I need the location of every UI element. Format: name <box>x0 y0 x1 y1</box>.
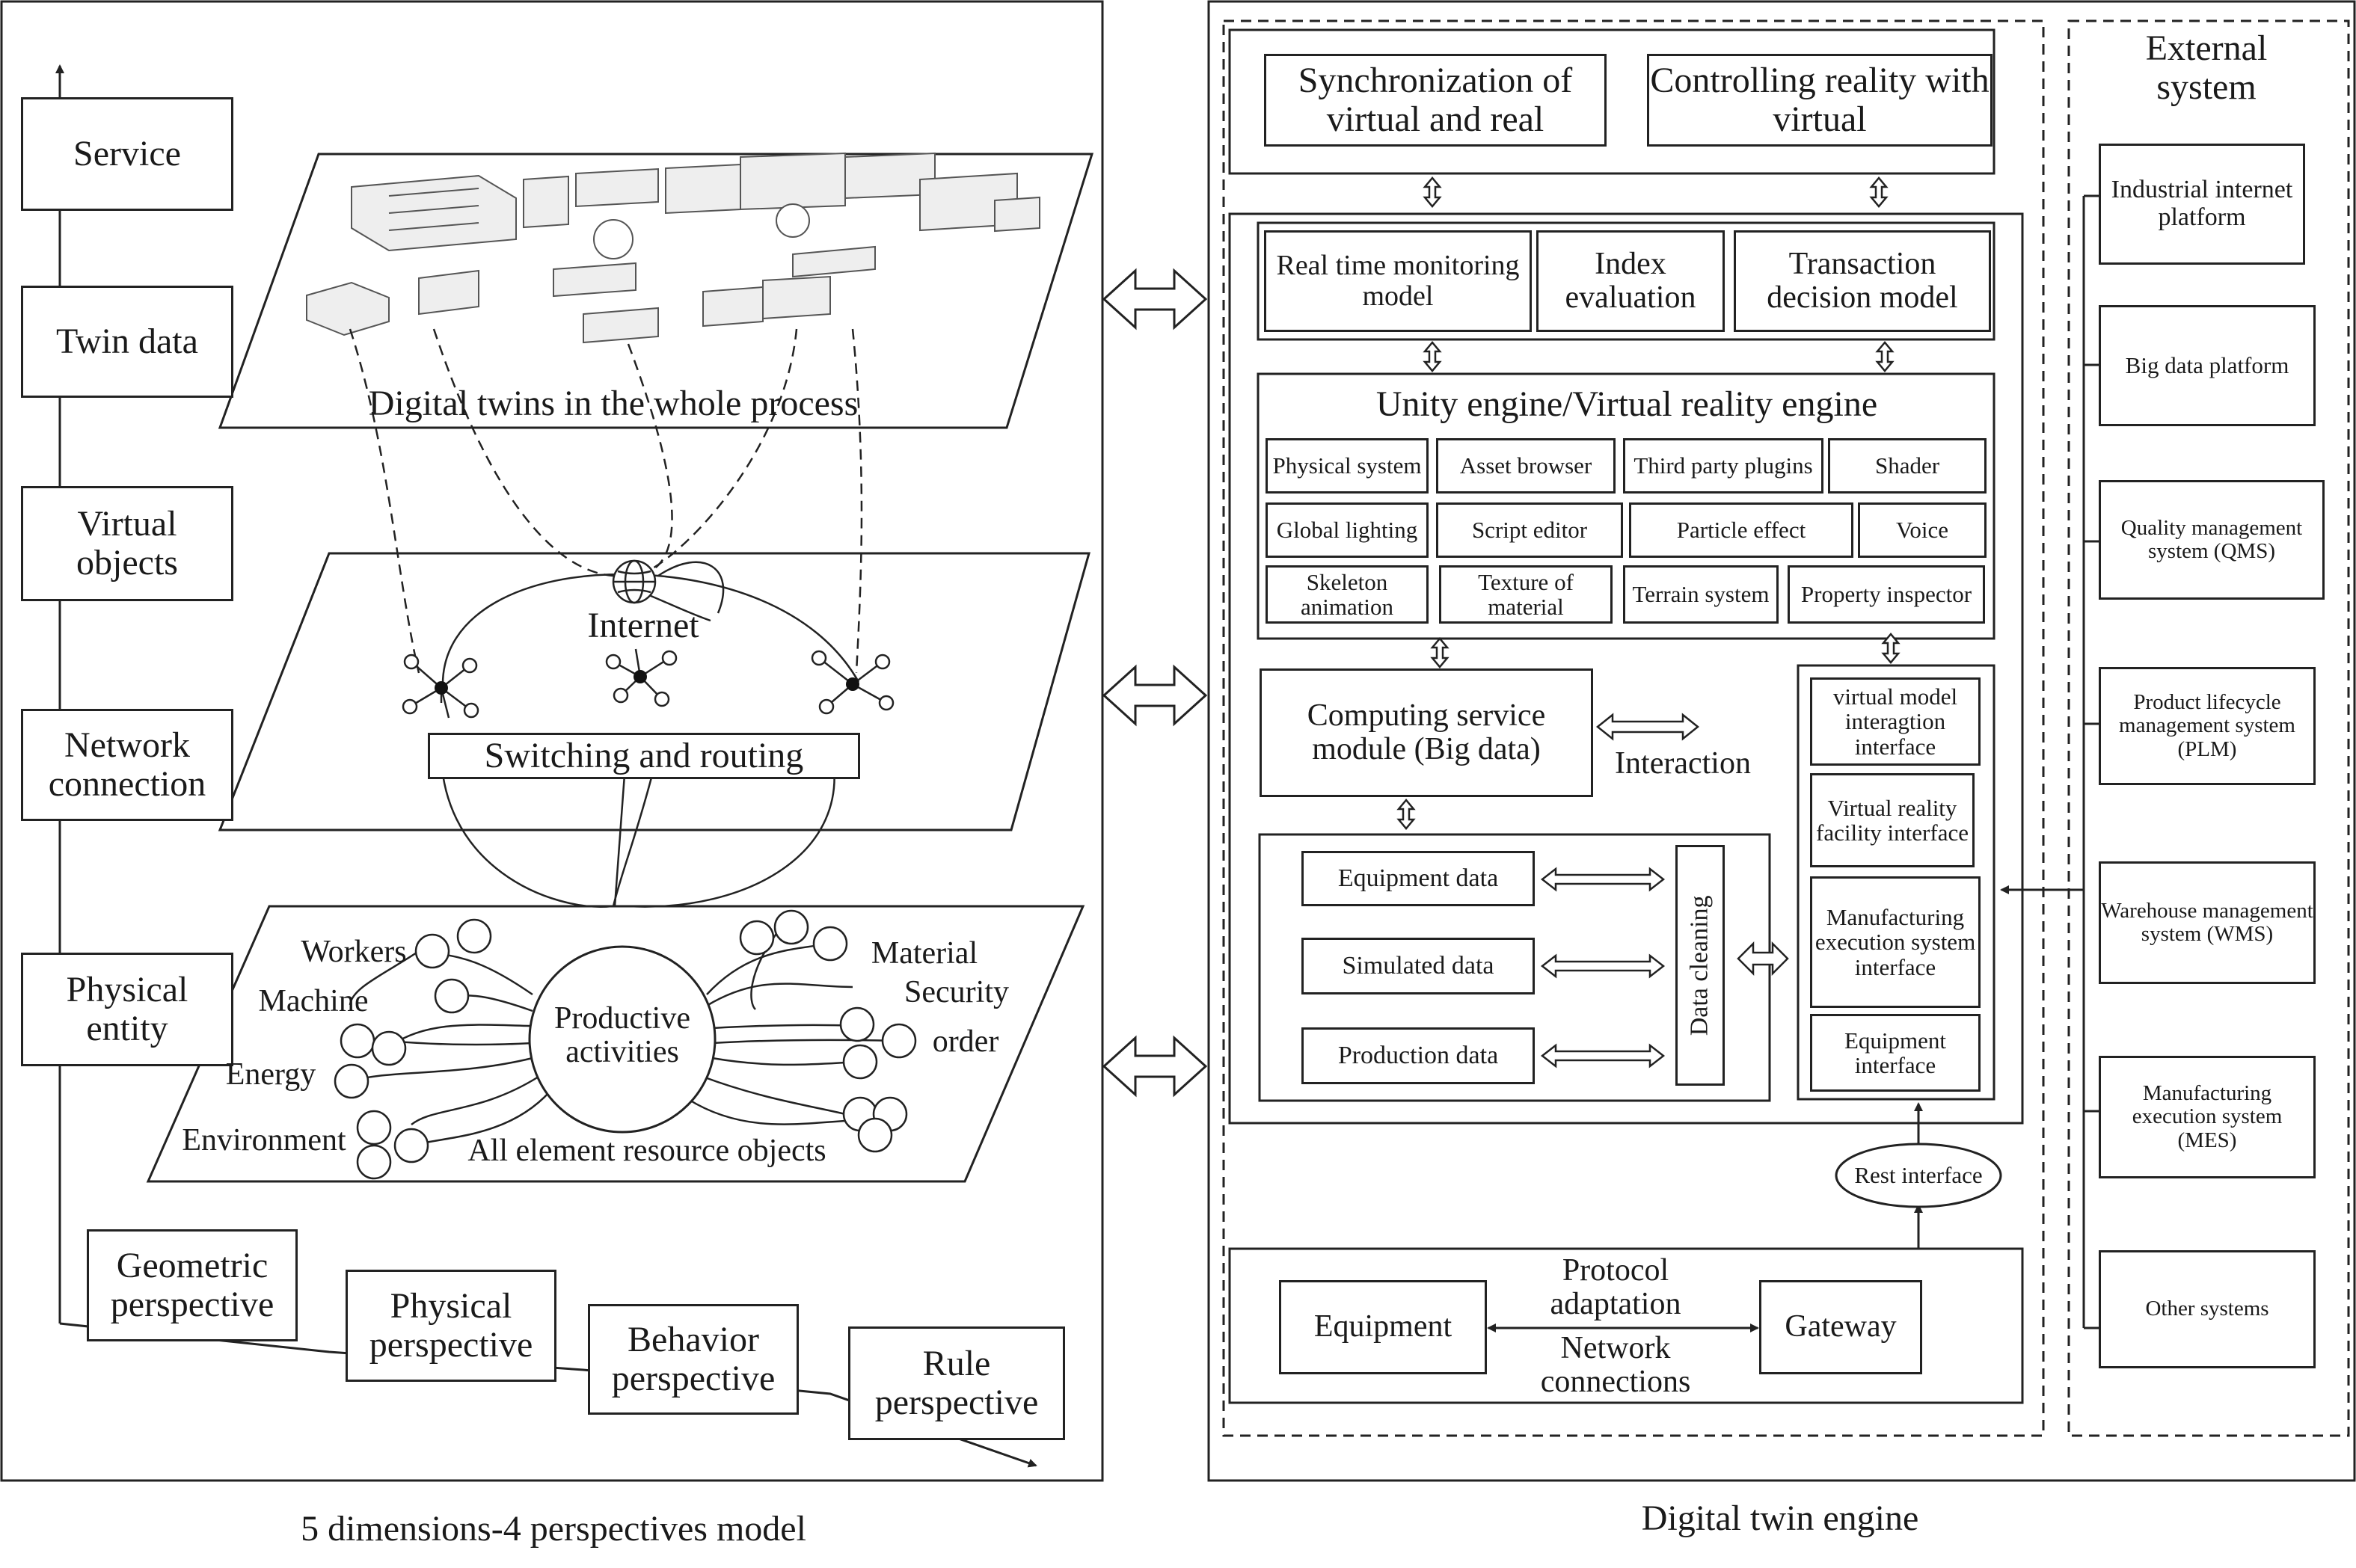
data-container <box>1258 833 1771 1102</box>
unity-global-lighting: Global lighting <box>1266 502 1429 558</box>
horizontal-double-arrows <box>1540 713 1789 1069</box>
unity-skeleton-animation: Skeleton animation <box>1266 565 1429 624</box>
unity-third-party-plugins: Third party plugins <box>1623 438 1823 494</box>
unity-property-inspector: Property inspector <box>1788 565 1985 624</box>
vertical-double-arrows <box>1396 176 1901 830</box>
security-label: Security <box>904 975 1009 1010</box>
external-plm: Product lifecycle management system (PLM… <box>2099 667 2316 785</box>
external-industrial-internet-platform: Industrial internet platform <box>2099 144 2305 265</box>
unity-shader: Shader <box>1828 438 1987 494</box>
network-connections-label: Network connections <box>1540 1330 1691 1399</box>
model-row <box>1257 221 1995 341</box>
right-frame <box>1207 0 2356 1482</box>
machine-label: Machine <box>258 984 369 1019</box>
interface-container <box>1797 664 1995 1101</box>
workers-label: Workers <box>301 935 407 970</box>
unity-asset-browser: Asset browser <box>1436 438 1616 494</box>
twin-plane-label: Digital twins in the whole process <box>368 384 859 424</box>
internet-label: Internet <box>587 606 699 646</box>
physical-plane <box>146 905 1085 1183</box>
gateway-box: Gateway <box>1759 1280 1922 1374</box>
external-mes: Manufacturing execution system (MES) <box>2099 1056 2316 1178</box>
globe-icon <box>612 559 657 604</box>
switching-routing-box: Switching and routing <box>428 733 860 779</box>
control-reality-with-virtual: Controlling reality with virtual <box>1647 54 1993 147</box>
equipment-interface: Equipment interface <box>1810 1014 1981 1092</box>
vr-facility-interface: Virtual reality facility interface <box>1810 773 1975 867</box>
energy-label: Energy <box>225 1057 316 1092</box>
external-wms: Warehouse management system (WMS) <box>2099 861 2316 984</box>
data-cleaning-box: Data cleaning <box>1675 845 1725 1086</box>
main-group <box>1228 212 2024 1125</box>
virtual-model-interaction-interface: virtual model interagtion interface <box>1810 677 1981 766</box>
dim-virtual-objects: Virtual objects <box>21 486 233 601</box>
network-plane <box>218 552 1090 831</box>
protocol-adaptation-label: Protocol adaptation <box>1550 1252 1681 1321</box>
left-frame <box>0 0 1104 1482</box>
external-qms: Quality management system (QMS) <box>2099 480 2325 600</box>
left-caption: 5 dimensions-4 perspectives model <box>301 1509 806 1549</box>
external-system-title: External system <box>2145 28 2268 107</box>
all-element-resource-objects-label: All element resource objects <box>467 1134 826 1169</box>
productive-activities-circle <box>528 945 717 1134</box>
protocol-group <box>1228 1247 2024 1404</box>
factory-illustration <box>306 152 1040 344</box>
productive-activities-label: Productive activities <box>554 1000 690 1069</box>
top-group <box>1228 28 1995 175</box>
computing-service-module: Computing service module (Big data) <box>1260 668 1593 797</box>
perspective-geometric: Geometric perspective <box>87 1229 298 1341</box>
unity-engine-title: Unity engine/Virtual reality engine <box>1375 384 1878 425</box>
unity-texture-of-material: Texture of material <box>1439 565 1613 624</box>
order-label: order <box>932 1024 999 1060</box>
external-dashed-frame <box>2067 19 2350 1437</box>
unity-container <box>1257 372 1995 640</box>
dim-service: Service <box>21 97 233 211</box>
interaction-label: Interaction <box>1615 746 1751 781</box>
unity-voice: Voice <box>1858 502 1987 558</box>
index-evaluation: Index evaluation <box>1536 230 1725 332</box>
mes-interface: Manufacturing execution system interface <box>1810 876 1981 1008</box>
perspective-rule: Rule perspective <box>848 1326 1065 1440</box>
environment-label: Environment <box>182 1123 346 1158</box>
dim-twin-data: Twin data <box>21 286 233 398</box>
unity-physical-system: Physical system <box>1266 438 1429 494</box>
unity-terrain-system: Terrain system <box>1623 565 1779 624</box>
engine-caption: Digital twin engine <box>1641 1498 1919 1539</box>
production-data: Production data <box>1301 1027 1535 1084</box>
data-cleaning-label: Data cleaning <box>1685 895 1714 1036</box>
rest-interface-ellipse <box>1835 1143 2002 1208</box>
exchange-arrows <box>1102 268 1208 1098</box>
perspective-behavior: Behavior perspective <box>588 1304 799 1415</box>
material-label: Material <box>871 936 978 971</box>
external-other-systems: Other systems <box>2099 1250 2316 1368</box>
simulated-data: Simulated data <box>1301 938 1535 994</box>
sync-virtual-real: Synchronization of virtual and real <box>1264 54 1607 147</box>
dim-network-connection: Network connection <box>21 709 233 821</box>
transaction-decision-model: Transaction decision model <box>1734 230 1991 332</box>
equipment-data: Equipment data <box>1301 851 1535 906</box>
unity-particle-effect: Particle effect <box>1629 502 1853 558</box>
perspective-physical: Physical perspective <box>346 1270 556 1382</box>
resource-nodes <box>334 909 917 1180</box>
external-big-data-platform: Big data platform <box>2099 305 2316 426</box>
unity-script-editor: Script editor <box>1436 502 1623 558</box>
rest-interface-label: Rest interface <box>1854 1162 1983 1189</box>
realtime-monitoring-model: Real time monitoring model <box>1264 230 1532 332</box>
twin-network-links <box>349 328 863 674</box>
equipment-box: Equipment <box>1279 1280 1487 1374</box>
dim-physical-entity: Physical entity <box>21 953 233 1066</box>
